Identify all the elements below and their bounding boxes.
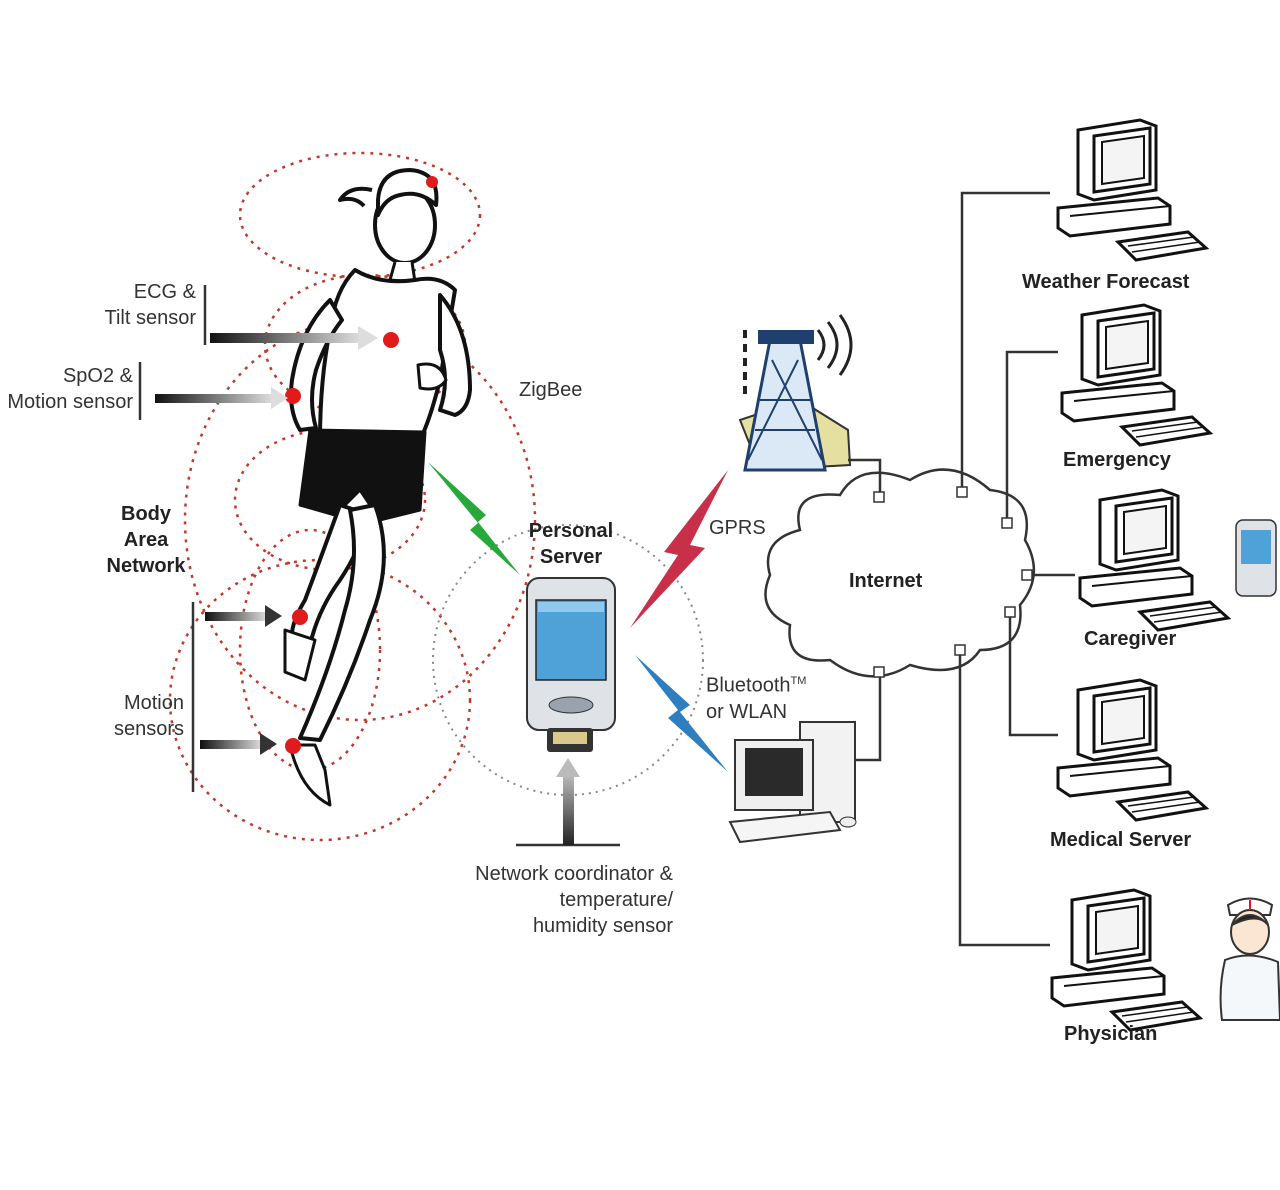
sensor-head-dot: [426, 176, 438, 188]
physician-label: Physician: [1064, 1023, 1158, 1045]
spo2-label-line2: Motion sensor: [7, 391, 133, 413]
caregiver-pda: [1235, 519, 1277, 597]
connection-ports: [873, 486, 1033, 678]
bluetooth-wlan-label: BluetoothTM or WLAN: [706, 668, 806, 725]
weather-forecast-computer: [1056, 118, 1208, 262]
weather-forecast-label: Weather Forecast: [1022, 271, 1190, 293]
coord-label-line1: Network coordinator &: [475, 863, 673, 885]
body-area-network-label: Body Area Network: [92, 501, 200, 579]
physician-computer: [1050, 888, 1202, 1032]
physician-nurse: [1219, 897, 1280, 1021]
zigbee-label: ZigBee: [519, 379, 583, 401]
caregiver-label: Caregiver: [1084, 628, 1177, 650]
caregiver-computer: [1078, 488, 1230, 632]
bluetooth-label: Bluetooth: [706, 674, 791, 697]
coord-label-line3: humidity sensor: [532, 915, 673, 937]
ban-ring-inner: [233, 428, 427, 572]
coord-label-line2: temperature/: [559, 889, 673, 911]
emergency-label: Emergency: [1063, 449, 1171, 471]
motion-sensors-label: Motion sensors: [90, 690, 184, 742]
sensor-knee-dot: [292, 609, 308, 625]
medical-server-computer: [1056, 678, 1208, 822]
pda-device: [526, 577, 616, 752]
ban-ring-head: [238, 151, 482, 279]
spo2-label-line1: SpO2 &: [62, 365, 133, 387]
ecg-tilt-sensor-label: ECG & Tilt sensor: [40, 279, 196, 331]
motion-label-line2: sensors: [113, 718, 184, 740]
desktop-pc: [728, 721, 857, 844]
sensor-ankle-dot: [285, 738, 301, 754]
personal-server-label: Personal Server: [515, 518, 627, 570]
internet-label: Internet: [849, 570, 923, 592]
motion-label-line1: Motion: [123, 692, 184, 714]
ban-label-line1: Body: [121, 503, 171, 525]
runner-figure: [283, 168, 472, 807]
wlan-label: or WLAN: [706, 700, 788, 723]
ban-label-line2: Area: [123, 529, 169, 551]
medical-server-label: Medical Server: [1050, 829, 1192, 851]
personal-label-line2: Server: [539, 546, 603, 568]
sensor-arrows: [155, 326, 580, 845]
ecg-label-line2: Tilt sensor: [104, 307, 196, 329]
sensor-chest-dot: [383, 332, 399, 348]
bluetooth-tm-mark: TM: [790, 675, 807, 687]
gprs-label: GPRS: [709, 517, 766, 539]
zigbee-bolt: [428, 462, 520, 575]
emergency-computer: [1060, 303, 1212, 447]
network-lines: [848, 191, 1075, 947]
sensor-dots: [285, 176, 438, 754]
spo2-motion-sensor-label: SpO2 & Motion sensor: [0, 363, 133, 415]
personal-server-range: [432, 524, 704, 796]
cell-tower: [738, 314, 853, 472]
ecg-label-line1: ECG &: [133, 281, 196, 303]
ban-ring-legs: [238, 528, 382, 772]
ban-ring-feet: [168, 558, 472, 842]
gprs-bolt: [630, 470, 728, 628]
bluetooth-bolt: [635, 655, 728, 772]
sensor-wrist-dot: [285, 388, 301, 404]
internet-cloud: [764, 468, 1036, 678]
personal-label-line1: Personal: [528, 520, 614, 542]
ban-label-line3: Network: [106, 555, 186, 577]
network-coordinator-label: Network coordinator & temperature/ humid…: [440, 861, 673, 939]
